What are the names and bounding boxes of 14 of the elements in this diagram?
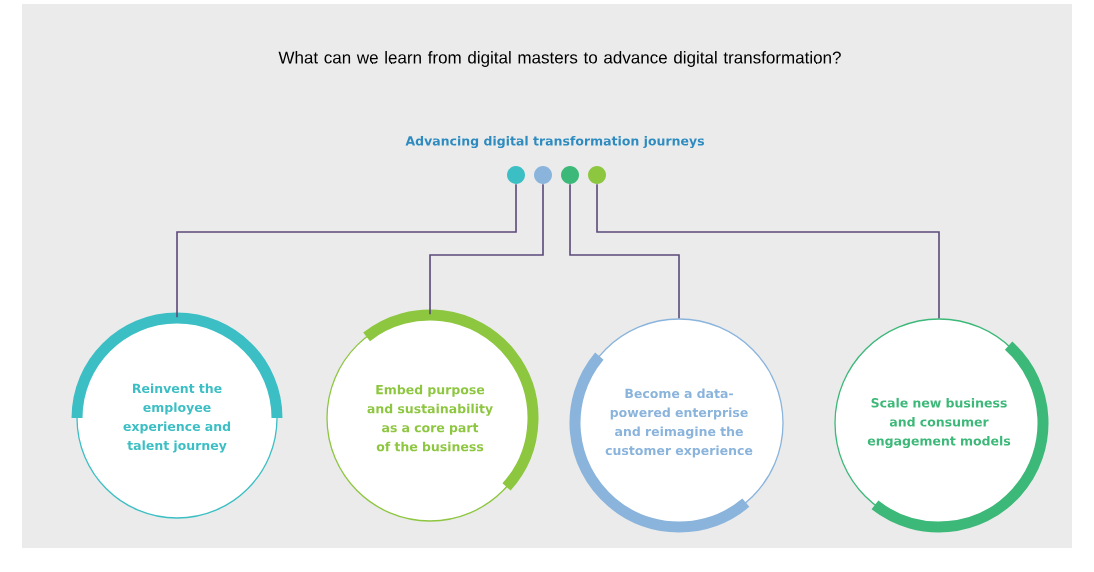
- connector-line: [429, 183, 544, 316]
- circle-node: Become a data-powered enterprise and reimagine the customer experience: [569, 318, 784, 533]
- connector-line: [569, 183, 680, 320]
- title: What can we learn from digital masters to advance digital transformation?: [278, 51, 841, 67]
- circle-node: Reinvent the employee experience and talent journey: [71, 312, 283, 519]
- connector-line: [596, 183, 940, 320]
- circle-node: Embed purpose and sustainability as a core part of the business: [326, 309, 539, 522]
- circle-node: Scale new business and consumer engagement models: [834, 318, 1049, 533]
- dot: [588, 166, 606, 184]
- subtitle: Advancing digital transformation journeys: [405, 135, 704, 149]
- connector-line: [176, 183, 517, 319]
- dot: [534, 166, 552, 184]
- dot: [507, 166, 525, 184]
- dot: [561, 166, 579, 184]
